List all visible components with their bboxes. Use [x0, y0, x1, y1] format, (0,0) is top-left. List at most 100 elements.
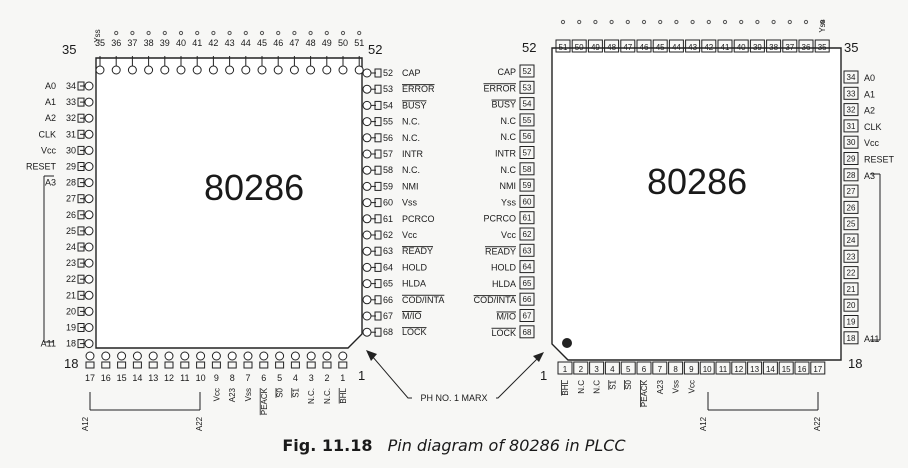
pin-box	[519, 97, 535, 111]
pin-number: 26	[66, 210, 76, 220]
pin-mark	[658, 19, 663, 25]
pin-box	[519, 162, 535, 176]
pin-pad	[362, 133, 372, 143]
pin-number: 16	[798, 365, 807, 374]
pin-number: 37	[785, 43, 794, 52]
figure-title: Pin diagram of 80286 in PLCC	[387, 436, 626, 455]
pin-box	[620, 361, 636, 375]
pin-signal-label: Vcc	[402, 230, 418, 240]
pin-tab	[77, 97, 85, 107]
pin-pad	[241, 65, 251, 75]
pin-number: 5	[626, 365, 631, 374]
pin-number: 45	[257, 38, 267, 48]
pin-number: 48	[306, 38, 316, 48]
pin-box	[814, 39, 830, 53]
pin-pad	[257, 65, 267, 75]
pin-number: 18	[847, 334, 856, 343]
pin-tab	[77, 274, 85, 284]
pin-number: 36	[111, 38, 121, 48]
pin-mark	[609, 19, 614, 25]
pin-signal-label: M/IO	[497, 312, 517, 322]
pin-box	[519, 64, 535, 78]
callout-bg	[412, 391, 496, 404]
pin-tab	[374, 198, 382, 208]
pin-number: 14	[766, 365, 775, 374]
pin-signal-label: Yss	[818, 19, 827, 32]
pin-number: 20	[66, 306, 76, 316]
pin-pad	[362, 181, 372, 191]
pin-number: 68	[523, 328, 532, 337]
pin-tab	[374, 117, 382, 127]
pin-signal-label: NMI	[500, 181, 517, 191]
pin-number: 34	[66, 81, 76, 91]
pin-box	[571, 39, 587, 53]
pin-number: 47	[289, 38, 299, 48]
pin-pad	[84, 97, 94, 107]
pin1-dot	[562, 338, 572, 348]
pin-mark	[690, 19, 695, 25]
pin-pad	[362, 262, 372, 272]
pin-signal-label: N.C.	[323, 388, 332, 404]
pin-number: 3	[594, 365, 599, 374]
pin-tab	[374, 100, 382, 110]
figure-caption: Fig. 11.18 Pin diagram of 80286 in PLCC	[0, 436, 908, 455]
pin-tab	[374, 133, 382, 143]
pin-mark	[803, 19, 809, 25]
pin-signal-label: S1	[291, 387, 300, 397]
pin-pad	[84, 194, 94, 204]
pin-number: 68	[383, 327, 393, 337]
pin-number: 24	[847, 236, 856, 245]
pin-number: 51	[559, 43, 568, 52]
pin-number: 1	[340, 373, 345, 383]
pin-box	[519, 146, 535, 159]
pin-number: 8	[230, 373, 235, 383]
pin-signal-label: Vss	[244, 388, 253, 401]
pin-number: 62	[523, 230, 532, 239]
pin-mark	[324, 30, 329, 36]
pin-mark	[577, 19, 582, 25]
pin-pad	[362, 246, 372, 256]
pin-number: 52	[523, 67, 532, 76]
right-corner-label: 1	[540, 368, 547, 383]
pin-pad	[84, 339, 94, 349]
pin-box	[843, 315, 859, 328]
pin-number: 12	[734, 365, 743, 374]
pin-number: 8	[673, 365, 678, 374]
pin-number: 21	[66, 290, 76, 300]
pin-box	[810, 361, 826, 375]
pin-box	[519, 276, 535, 290]
pin-number: 17	[813, 365, 822, 374]
pin-signal-label: A2	[864, 106, 875, 116]
pin-number: 13	[148, 373, 158, 383]
pin-pad	[144, 65, 154, 75]
pin-signal-label: PEACK	[260, 387, 269, 415]
bracket-label: A22	[195, 416, 204, 431]
pin-signal-label: ERROR	[483, 83, 516, 93]
pin-signal-label: CAP	[497, 67, 516, 77]
pin-pad	[362, 311, 372, 321]
pin-box	[733, 39, 749, 53]
pin-tab	[77, 323, 85, 332]
pin-box	[843, 217, 859, 231]
pin-box	[843, 135, 859, 149]
pin-box	[843, 331, 859, 345]
pin-pad	[84, 129, 94, 139]
bracket-label: A12	[699, 416, 708, 431]
pin-pad	[362, 84, 372, 94]
pin-pad	[290, 351, 300, 361]
pin-signal-label: N.C.	[402, 165, 420, 175]
pin-number: 33	[66, 97, 76, 107]
pin-number: 40	[176, 38, 186, 48]
pin-mark	[706, 19, 711, 25]
pin-signal-label: BUSY	[402, 100, 427, 110]
pin-tab	[374, 311, 382, 321]
pin-number: 55	[383, 117, 393, 127]
pin-pad	[160, 65, 170, 75]
pin-tab	[77, 210, 85, 220]
pin-number: 23	[847, 252, 856, 261]
arrowhead-icon	[533, 352, 544, 362]
pin-tab	[374, 68, 382, 78]
pin-number: 10	[196, 373, 206, 383]
pin-signal-label: S0	[276, 387, 285, 397]
